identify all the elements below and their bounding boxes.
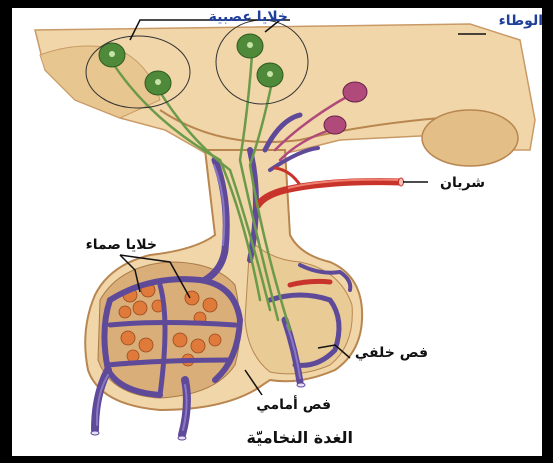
pituitary-gland-label: الغدة النخاميّة: [247, 430, 353, 446]
optic-chiasm: [422, 110, 518, 166]
artery-end: [399, 178, 404, 186]
anterior-lobe-label: فص أمامي: [256, 398, 331, 412]
artery-label: شريان: [440, 176, 485, 190]
blind-cells-label: خلايا صماء: [86, 238, 157, 252]
hypothalamus-label: الوطاء: [499, 14, 543, 28]
neurons-label: خلايا عصبية: [209, 10, 288, 24]
posterior-lobe-label: فص خلفي: [355, 346, 428, 360]
